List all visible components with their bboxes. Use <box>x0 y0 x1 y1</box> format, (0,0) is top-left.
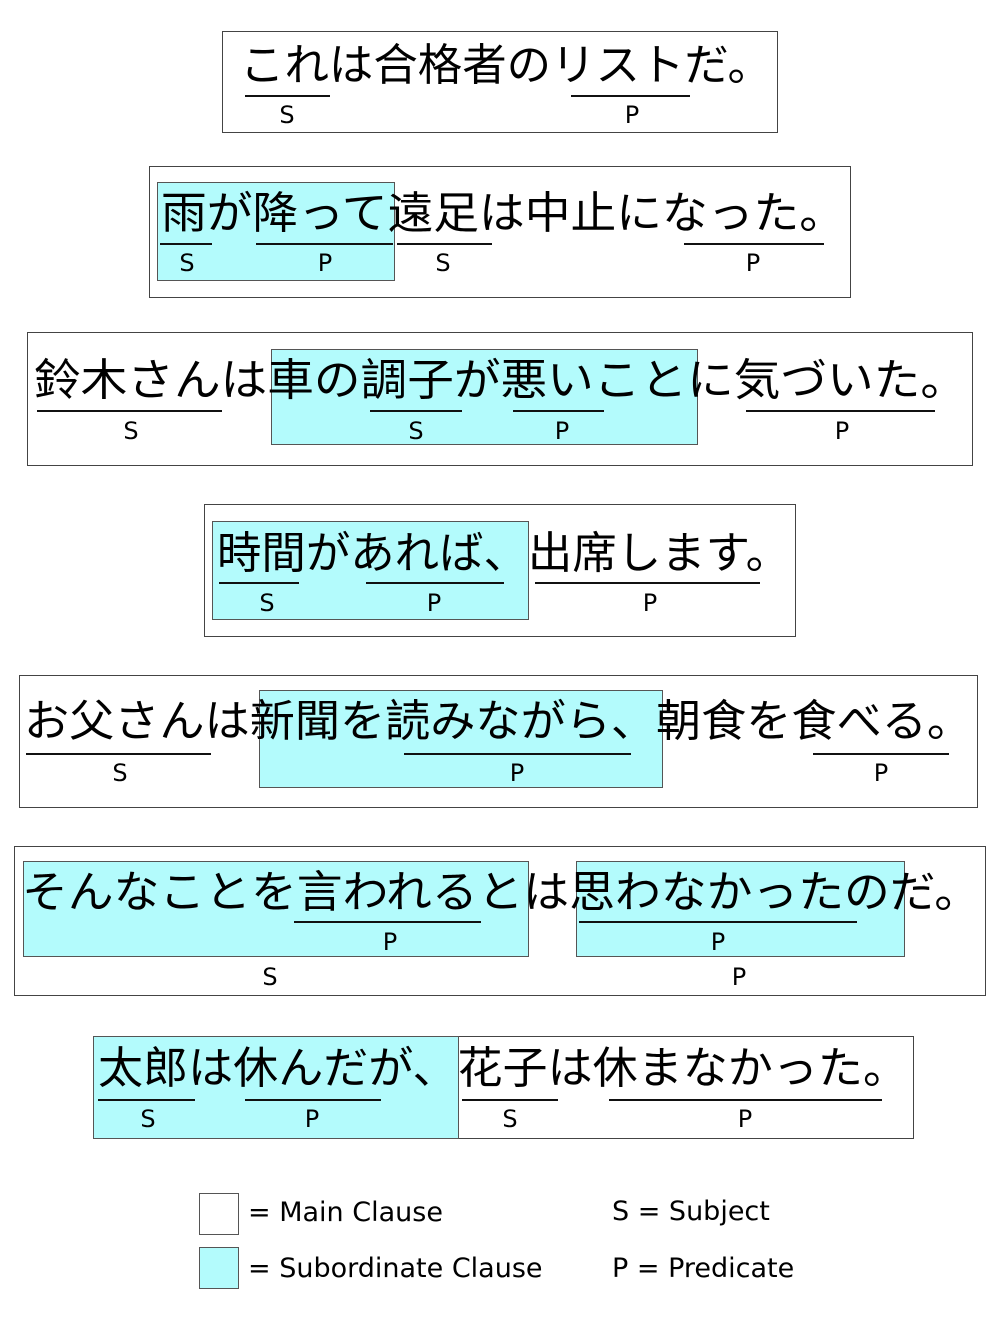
subordinate-clause-box <box>212 521 529 620</box>
predicate-label: P <box>426 589 442 617</box>
underline <box>294 921 481 923</box>
sentence-text: 太郎は休んだが、花子は休まなかった。 <box>98 1043 908 1094</box>
predicate-label: P <box>737 1105 753 1133</box>
underline <box>26 753 211 755</box>
subject-label: S <box>259 589 275 617</box>
underline <box>579 921 857 923</box>
predicate-label: P <box>317 249 333 277</box>
underline <box>160 243 212 245</box>
predicate-label: P <box>509 759 525 787</box>
subject-label: S <box>179 249 195 277</box>
underline <box>366 582 504 584</box>
legend-predicate: P = Predicate <box>612 1253 795 1284</box>
subject-label: S <box>140 1105 156 1133</box>
underline <box>609 1099 882 1101</box>
underline <box>245 1099 381 1101</box>
main-clause-swatch <box>199 1193 239 1235</box>
predicate-label: P <box>642 589 658 617</box>
sentence-text: 雨が降って遠足は中止になった。 <box>161 188 845 239</box>
subordinate-clause-box <box>259 690 663 788</box>
subject-label: S <box>262 963 278 991</box>
subordinate-clause-box <box>93 1036 459 1139</box>
sentence-text: 時間があれば、出席します。 <box>217 528 790 579</box>
predicate-label: P <box>834 417 850 445</box>
legend-main-clause: = Main Clause <box>248 1197 443 1228</box>
subordinate-clause-box <box>576 861 905 957</box>
subordinate-clause-swatch <box>199 1247 239 1289</box>
underline <box>684 243 824 245</box>
underline <box>571 95 690 97</box>
predicate-label: P <box>554 417 570 445</box>
subject-label: S <box>435 249 451 277</box>
subject-label: S <box>112 759 128 787</box>
subject-label: S <box>279 101 295 129</box>
legend-subject: S = Subject <box>612 1196 770 1227</box>
sentence-text: そんなことを言われるとは思わなかったのだ。 <box>22 867 980 918</box>
predicate-label: P <box>304 1105 320 1133</box>
sentence-text: お父さんは新聞を読みながら、朝食を食べる。 <box>24 696 972 747</box>
predicate-label: P <box>731 963 747 991</box>
subordinate-clause-box <box>157 182 395 281</box>
predicate-label: P <box>873 759 889 787</box>
legend-subordinate-clause: = Subordinate Clause <box>248 1253 543 1284</box>
underline <box>746 410 935 412</box>
underline <box>98 1099 195 1101</box>
underline <box>219 582 299 584</box>
subordinate-clause-box <box>23 861 529 957</box>
underline <box>256 243 393 245</box>
subject-label: S <box>502 1105 518 1133</box>
underline <box>404 753 631 755</box>
underline <box>813 753 949 755</box>
underline <box>397 243 492 245</box>
subordinate-clause-box <box>271 349 698 445</box>
underline <box>37 410 222 412</box>
predicate-label: P <box>624 101 640 129</box>
predicate-label: P <box>710 928 726 956</box>
sentence-text: 鈴木さんは車の調子が悪いことに気づいた。 <box>34 355 967 406</box>
underline <box>370 410 462 412</box>
sentence-text: これは合格者のリストだ。 <box>240 40 772 91</box>
predicate-label: P <box>745 249 761 277</box>
subject-label: S <box>123 417 139 445</box>
underline <box>513 410 604 412</box>
predicate-label: P <box>382 928 398 956</box>
underline <box>245 95 330 97</box>
main-clause-box <box>222 31 778 133</box>
underline <box>462 1099 558 1101</box>
subject-label: S <box>408 417 424 445</box>
underline <box>535 582 760 584</box>
